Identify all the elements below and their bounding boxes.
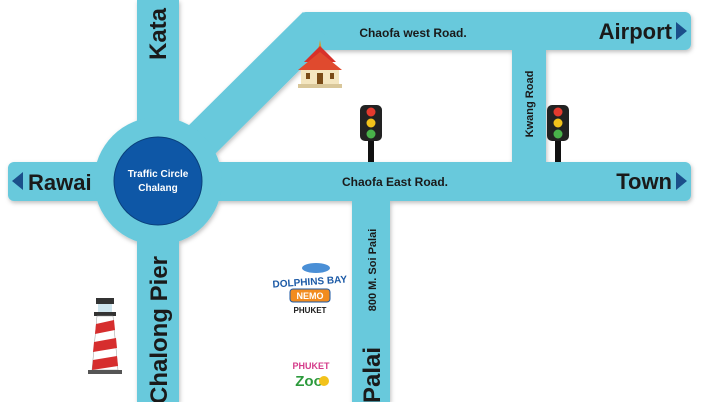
- lighthouse-icon: [88, 298, 122, 374]
- circle-label-line2: Chalang: [138, 183, 177, 194]
- road-label-soi-palai: 800 M. Soi Palai: [367, 229, 379, 312]
- zoo-top-text: PHUKET: [292, 361, 330, 371]
- temple-icon: [298, 40, 342, 88]
- arrow-right-icon: [676, 172, 687, 190]
- destination-kata: Kata: [145, 7, 172, 60]
- traffic-circle: Traffic Circle Chalang: [113, 136, 203, 226]
- arrow-left-icon: [12, 172, 23, 190]
- road-label-chaofa-east: Chaofa East Road.: [342, 175, 448, 189]
- arrow-right-icon: [676, 22, 687, 40]
- dolphins-bay-logo: DOLPHINS BAY NEMO PHUKET: [272, 263, 348, 315]
- destination-town: Town: [616, 169, 672, 194]
- destination-rawai: Rawai: [28, 170, 92, 195]
- traffic-light-icon: [547, 105, 569, 162]
- dolphins-badge-text: NEMO: [297, 291, 324, 301]
- road-label-chaofa-west: Chaofa west Road.: [359, 26, 466, 40]
- road-kata: [137, 0, 179, 130]
- road-chaofa-west: [300, 12, 691, 50]
- zoo-bottom-text: Zoo: [295, 373, 323, 390]
- road-label-palai: Palai: [359, 347, 386, 402]
- dolphins-bay-text: DOLPHINS BAY: [272, 274, 348, 290]
- destination-chalong-pier: Chalong Pier: [146, 256, 173, 402]
- road-chalong-pier: [137, 230, 179, 402]
- road-diagonal: [176, 12, 330, 165]
- dolphins-phuket-text: PHUKET: [294, 306, 327, 315]
- phuket-zoo-logo: PHUKET Zoo: [292, 361, 330, 390]
- destination-airport: Airport: [599, 19, 673, 44]
- circle-label-line1: Traffic Circle: [128, 169, 189, 180]
- road-kwang: [512, 40, 546, 168]
- traffic-light-icon: [360, 105, 382, 162]
- road-soi-palai: [352, 195, 390, 402]
- road-label-kwang: Kwang Road: [524, 71, 536, 138]
